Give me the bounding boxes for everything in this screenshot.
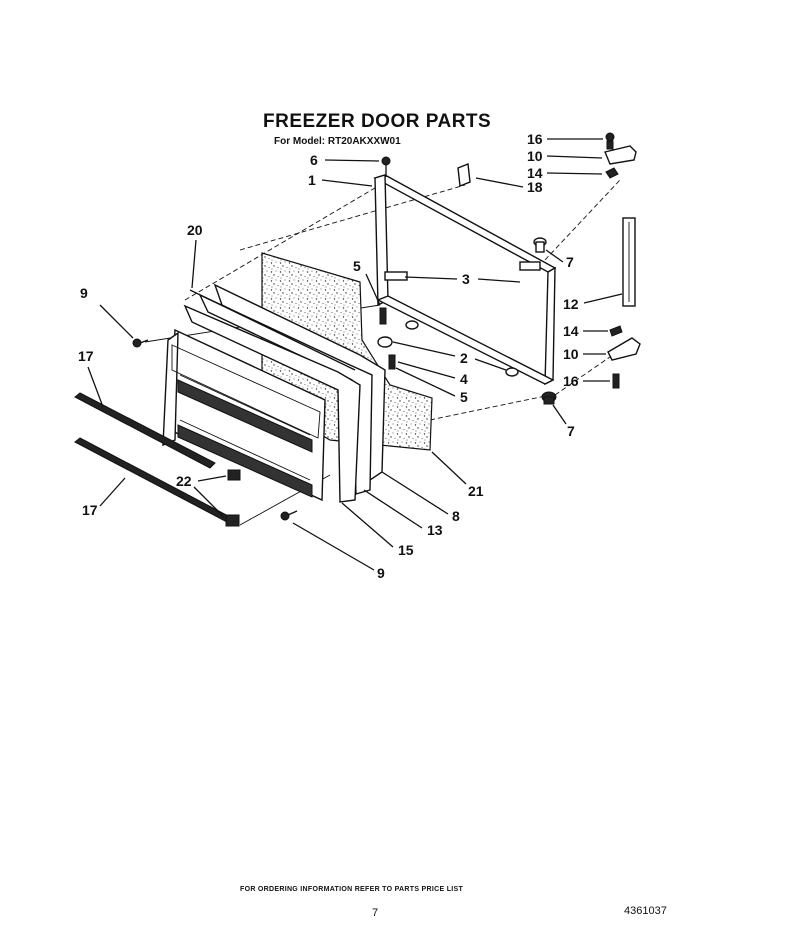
callout-label: 2 (460, 350, 468, 366)
hinge-top-part (604, 145, 637, 165)
washer-bottom-part (609, 325, 623, 337)
door-panel-layers (183, 283, 386, 503)
label-plate-part (457, 163, 471, 187)
callout-18: 18 (475, 177, 543, 195)
model-label: For Model: RT20AKXXW01 (274, 136, 401, 147)
callout-label: 3 (462, 271, 470, 287)
callout-label: 18 (527, 179, 543, 195)
callout-label: 17 (82, 502, 98, 518)
hinge-bottom-part (607, 337, 641, 361)
callout-label: 20 (187, 222, 203, 238)
callout-label: 5 (353, 258, 361, 274)
hinge-pin-top-part (605, 132, 615, 150)
callout-label: 16 (563, 373, 579, 389)
ordering-note: FOR ORDERING INFORMATION REFER TO PARTS … (240, 886, 463, 893)
callout-17-lower: 17 (82, 477, 126, 518)
callouts: 16 10 14 18 6 1 20 7 (78, 131, 623, 581)
callout-21: 21 (431, 451, 484, 499)
callout-label: 12 (563, 296, 579, 312)
callout-label: 4 (460, 371, 468, 387)
callout-label: 17 (78, 348, 94, 364)
callout-7-upper: 7 (545, 249, 574, 270)
callout-label: 8 (452, 508, 460, 524)
screw-lower-part (280, 510, 298, 521)
callout-label: 21 (468, 483, 484, 499)
callout-label: 1 (308, 172, 316, 188)
callout-label: 13 (427, 522, 443, 538)
callout-label: 6 (310, 152, 318, 168)
callout-label: 14 (527, 165, 543, 181)
callout-3: 3 (404, 271, 521, 287)
screw-upper-part (132, 338, 149, 348)
callout-10-top: 10 (527, 148, 603, 164)
callout-label: 22 (176, 473, 192, 489)
upper-shelf-rack (177, 374, 313, 453)
callout-label: 10 (563, 346, 579, 362)
callout-20: 20 (187, 222, 203, 289)
bracket-part (405, 320, 419, 330)
callout-label: 7 (567, 423, 575, 439)
callout-label: 7 (566, 254, 574, 270)
callout-5-upper: 5 (353, 258, 381, 306)
callout-label: 10 (527, 148, 543, 164)
bracket-lower-part (505, 367, 519, 377)
document-number: 4361037 (624, 905, 667, 917)
page-title: FREEZER DOOR PARTS (263, 111, 491, 132)
callout-16-top: 16 (527, 131, 603, 147)
callout-10-bottom: 10 (563, 346, 606, 362)
callout-label: 15 (398, 542, 414, 558)
callout-16-bottom: 16 (563, 373, 610, 389)
callout-15: 15 (341, 502, 414, 558)
lower-shelf-rack (177, 419, 313, 498)
door-frame-part (373, 174, 557, 386)
callout-13: 13 (363, 489, 443, 538)
callout-6: 6 (310, 152, 380, 168)
callout-label: 5 (460, 389, 468, 405)
callout-1: 1 (308, 172, 373, 188)
trim-strip-upper-part (74, 392, 216, 469)
callout-9-lower: 9 (292, 522, 385, 581)
callout-17-upper: 17 (78, 348, 104, 408)
callout-label: 14 (563, 323, 579, 339)
callout-5-lower: 5 (395, 367, 468, 405)
callout-12: 12 (563, 293, 623, 312)
callout-4: 4 (397, 361, 468, 387)
hinge-rod-part (622, 217, 636, 307)
callout-2: 2 (392, 341, 507, 371)
trim-cap-lower-part (225, 514, 240, 527)
gasket-strip-part (189, 289, 356, 371)
callout-7-lower: 7 (552, 404, 575, 439)
trim-cap-upper-part (227, 469, 241, 481)
callout-9-upper: 9 (80, 285, 134, 339)
hinge-pin-bottom-part (612, 373, 620, 389)
bushing-lower-part (541, 391, 557, 405)
bushing-upper-part (533, 237, 547, 253)
callout-label: 9 (80, 285, 88, 301)
callout-22: 22 (176, 473, 227, 518)
callout-label: 9 (377, 565, 385, 581)
top-screw-part (381, 156, 391, 177)
door-liner-part (162, 328, 326, 502)
callout-14-bottom: 14 (563, 323, 608, 339)
stop-part (377, 336, 393, 348)
washer-top-part (605, 167, 619, 179)
hinge-screw-part (379, 307, 396, 370)
callout-14-top: 14 (527, 165, 603, 181)
callout-8: 8 (381, 471, 460, 524)
callout-label: 16 (527, 131, 543, 147)
page-number: 7 (372, 907, 378, 919)
